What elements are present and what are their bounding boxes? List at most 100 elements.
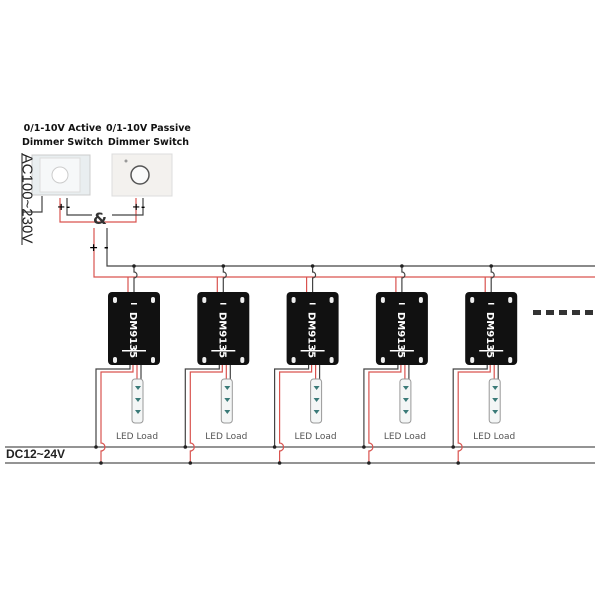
module-dc-minus-wire bbox=[95, 365, 131, 447]
led-icon bbox=[492, 410, 499, 414]
mounting-hole bbox=[418, 297, 423, 303]
mounting-hole bbox=[113, 297, 117, 303]
module-dc-plus-wire bbox=[457, 365, 491, 463]
module-dc-plus-wire bbox=[368, 365, 402, 463]
module-model-label: DM9135 bbox=[484, 312, 495, 358]
junction-dot bbox=[400, 264, 404, 268]
module-dc-plus-wire bbox=[189, 365, 223, 463]
junction-dot bbox=[277, 461, 282, 465]
module-dc-minus-wire bbox=[363, 365, 399, 447]
module-dc-minus-wire bbox=[452, 365, 488, 447]
mounting-hole bbox=[291, 357, 296, 363]
mounting-hole bbox=[240, 297, 245, 303]
mounting-hole bbox=[329, 357, 334, 363]
junction-dot bbox=[99, 461, 103, 465]
bus-minus: - bbox=[104, 241, 109, 254]
junction-dot bbox=[132, 264, 136, 268]
dc-voltage-label: DC12~24V bbox=[6, 447, 66, 461]
led-icon bbox=[313, 410, 320, 414]
dc-bus bbox=[5, 446, 595, 464]
module-mark bbox=[300, 350, 325, 352]
led-icon bbox=[492, 386, 499, 390]
passive-dimmer-switch bbox=[111, 153, 173, 197]
more-modules-ellipsis bbox=[533, 310, 593, 315]
module-body bbox=[197, 292, 250, 365]
junction-dot bbox=[367, 461, 371, 465]
led-icon bbox=[224, 386, 231, 390]
junction-dot bbox=[456, 461, 461, 465]
module-model-label: DM9135 bbox=[395, 312, 406, 358]
module-mark bbox=[309, 303, 316, 305]
module-mark bbox=[479, 350, 504, 352]
led-load-label: LED Load bbox=[384, 432, 426, 442]
junction-dot bbox=[489, 264, 494, 268]
mounting-hole bbox=[418, 357, 423, 363]
module-mark bbox=[131, 303, 137, 305]
led-load-label: LED Load bbox=[473, 432, 515, 442]
module-mark bbox=[488, 303, 495, 305]
mounting-hole bbox=[202, 297, 207, 303]
led-icon bbox=[313, 386, 320, 390]
junction-dot bbox=[362, 445, 366, 449]
led-icon bbox=[135, 410, 141, 414]
mounting-hole bbox=[329, 297, 334, 303]
passive-switch-label-line2: Dimmer Switch bbox=[107, 137, 190, 148]
module-mark bbox=[398, 303, 405, 305]
passive-switch-plus: + bbox=[132, 202, 140, 213]
led-icon bbox=[402, 398, 409, 402]
led-load-label: LED Load bbox=[116, 432, 158, 442]
mounting-hole bbox=[508, 357, 513, 363]
mounting-hole bbox=[202, 357, 207, 363]
mounting-hole bbox=[151, 357, 155, 363]
module-mark bbox=[220, 303, 227, 305]
module-dc-minus-wire bbox=[184, 365, 220, 447]
junction-dot bbox=[451, 445, 456, 449]
module-input-black-wire bbox=[222, 266, 227, 293]
ac-voltage-label: AC100~230V bbox=[18, 153, 36, 244]
junction-dot bbox=[272, 445, 277, 449]
module-mark bbox=[122, 350, 146, 352]
module-input-black-wire bbox=[133, 266, 138, 293]
junction-dot bbox=[221, 264, 226, 268]
led-icon bbox=[402, 386, 409, 390]
active-switch-label-line2: Dimmer Switch bbox=[22, 137, 104, 148]
led-icon bbox=[492, 398, 499, 402]
junction-dot bbox=[188, 461, 193, 465]
led-icon bbox=[224, 398, 231, 402]
junction-dot bbox=[183, 445, 188, 449]
module-body bbox=[465, 292, 518, 365]
led-icon bbox=[313, 398, 320, 402]
module-dc-plus-wire bbox=[279, 365, 313, 463]
module-mark bbox=[211, 350, 236, 352]
module-input-black-wire bbox=[490, 266, 495, 293]
passive-switch-minus: - bbox=[141, 202, 145, 213]
mounting-hole bbox=[151, 297, 155, 303]
junction-dot bbox=[94, 445, 98, 449]
junction-dot bbox=[310, 264, 315, 268]
mounting-hole bbox=[113, 357, 117, 363]
module-dc-plus-wire bbox=[100, 365, 134, 463]
module-model-label: DM9135 bbox=[127, 312, 138, 358]
led-load-label: LED Load bbox=[295, 432, 337, 442]
mounting-hole bbox=[380, 357, 385, 363]
led-icon bbox=[135, 386, 141, 390]
bus-plus: + bbox=[89, 241, 98, 254]
control-wires bbox=[59, 198, 595, 278]
join-symbol: & bbox=[93, 209, 107, 228]
passive-switch-label-line1: 0/1-10V Passive bbox=[106, 123, 191, 134]
active-switch-label-line1: 0/1-10V Active bbox=[23, 123, 102, 134]
led-load-label: LED Load bbox=[205, 432, 247, 442]
led-icon bbox=[402, 410, 409, 414]
module-body bbox=[108, 292, 160, 365]
module-dc-minus-wire bbox=[274, 365, 310, 447]
module-model-label: DM9135 bbox=[216, 312, 227, 358]
mounting-hole bbox=[470, 357, 475, 363]
